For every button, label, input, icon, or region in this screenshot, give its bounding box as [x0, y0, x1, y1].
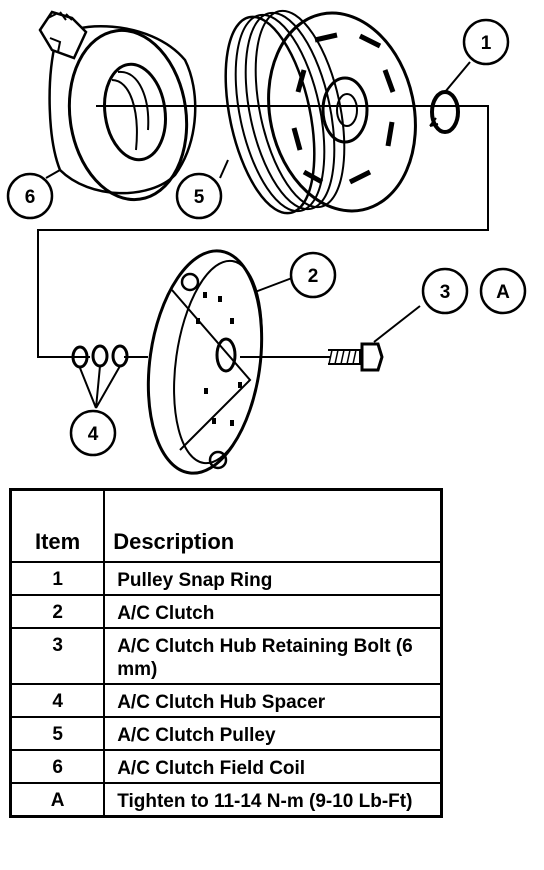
item-cell: 6 — [9, 749, 106, 784]
callout-label-A: A — [496, 282, 510, 303]
table-row: 2 A/C Clutch — [9, 594, 443, 629]
description-cell: A/C Clutch Pulley — [103, 716, 443, 751]
description-cell: A/C Clutch — [103, 594, 443, 629]
description-cell: A/C Clutch Hub Spacer — [103, 683, 443, 718]
table-row: 3 A/C Clutch Hub Retaining Bolt (6 mm) — [9, 627, 443, 685]
table-header-row: Item Description — [9, 488, 443, 563]
callout-label-3: 3 — [440, 282, 451, 303]
callout-circle-6 — [6, 172, 54, 220]
callout-circle-4 — [69, 409, 117, 457]
callout-label-4: 4 — [88, 424, 99, 445]
description-cell: A/C Clutch Hub Retaining Bolt (6 mm) — [103, 627, 443, 685]
field-coil — [38, 10, 197, 202]
callout-label-1: 1 — [481, 33, 492, 54]
item-cell: 2 — [9, 594, 106, 629]
item-column-header: Item — [9, 488, 106, 563]
clutch-hub — [146, 249, 264, 475]
item-cell: 3 — [9, 627, 106, 685]
description-column-header: Description — [103, 488, 443, 563]
table-row: 6 A/C Clutch Field Coil — [9, 749, 443, 784]
table-row: 1 Pulley Snap Ring — [9, 561, 443, 596]
callout-label-5: 5 — [194, 187, 205, 208]
clutch-pulley — [224, 9, 417, 215]
item-cell: 4 — [9, 683, 106, 718]
callout-circle-2 — [289, 251, 337, 299]
table-row: 4 A/C Clutch Hub Spacer — [9, 683, 443, 718]
callout-circle-1 — [462, 18, 510, 66]
snap-ring — [429, 90, 460, 134]
item-cell: 5 — [9, 716, 106, 751]
parts-table: Item Description 1 Pulley Snap Ring 2 A/… — [9, 488, 443, 818]
item-cell: A — [9, 782, 106, 818]
exploded-view-diagram: 1 6 5 2 3 A 4 — [6, 9, 527, 475]
callout-label-6: 6 — [25, 187, 36, 208]
table-row: A Tighten to 11-14 N-m (9-10 Lb-Ft) — [9, 782, 443, 818]
callout-label-2: 2 — [308, 266, 319, 287]
callout-circle-5 — [175, 172, 223, 220]
description-cell: Tighten to 11-14 N-m (9-10 Lb-Ft) — [103, 782, 443, 818]
callout-circle-A — [479, 267, 527, 315]
description-cell: A/C Clutch Field Coil — [103, 749, 443, 784]
retaining-bolt — [328, 342, 384, 372]
item-cell: 1 — [9, 561, 106, 596]
table-row: 5 A/C Clutch Pulley — [9, 716, 443, 751]
callout-circle-3 — [421, 267, 469, 315]
description-cell: Pulley Snap Ring — [103, 561, 443, 596]
